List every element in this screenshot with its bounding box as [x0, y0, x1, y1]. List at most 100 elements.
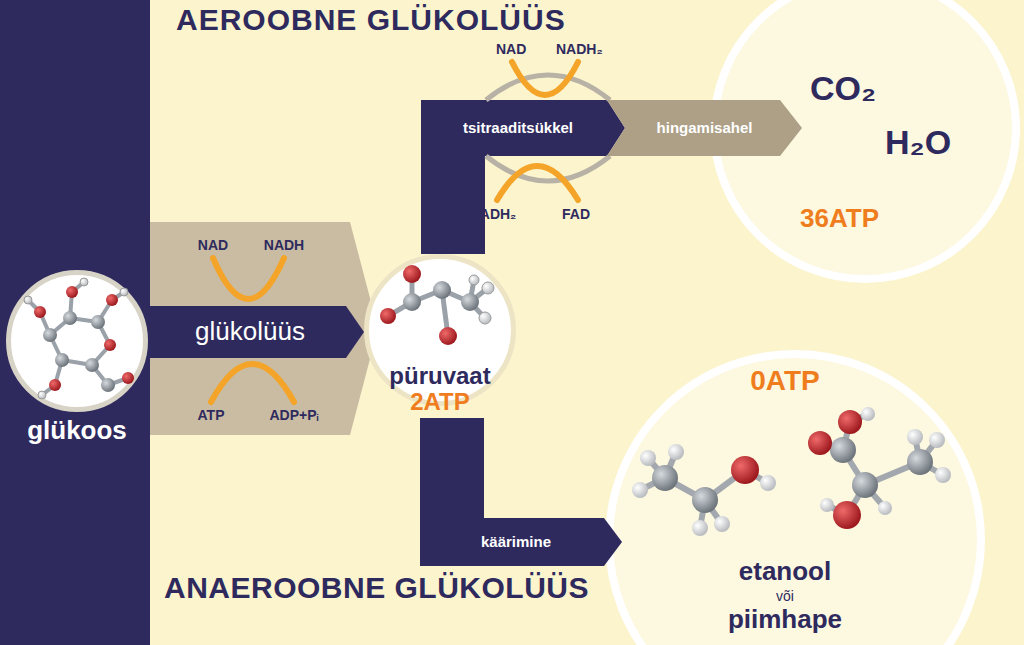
- node-text: glükoos: [27, 415, 127, 446]
- oxygen-atom: [403, 265, 421, 283]
- carbon-atom: [403, 293, 421, 311]
- bond: [705, 470, 745, 500]
- hydrogen-atom: [469, 275, 479, 285]
- hydrogen-atom: [632, 482, 648, 498]
- oxygen-atom: [808, 431, 832, 455]
- bond: [72, 282, 84, 292]
- cofactor-label: NADH₂: [556, 41, 603, 58]
- bond: [70, 292, 72, 318]
- circle-outline: [9, 273, 146, 410]
- hydrogen-atom: [482, 282, 494, 294]
- glycolysis-band: NADNADHATPADP+Pᵢglükolüüs: [150, 222, 378, 435]
- bond: [865, 485, 885, 508]
- cofactor-label: FADH₂: [472, 206, 516, 223]
- oxygen-atom: [380, 308, 396, 324]
- left-band: [0, 0, 150, 645]
- bond: [50, 335, 62, 360]
- hydrogen-atom: [929, 432, 945, 448]
- pathway-band: [420, 418, 484, 518]
- bond: [843, 422, 850, 450]
- bond: [92, 365, 108, 385]
- carbon-atom: [85, 358, 99, 372]
- carbon-atom: [652, 465, 678, 491]
- cofactor-label: NAD: [496, 41, 526, 58]
- bond: [745, 470, 768, 483]
- bond: [827, 505, 847, 515]
- bond: [442, 290, 470, 302]
- bond: [915, 437, 920, 462]
- carbon-atom: [63, 311, 77, 325]
- bond: [700, 500, 705, 528]
- oxygen-atom: [34, 306, 46, 318]
- arrow-outline: [150, 222, 378, 435]
- oxygen-atom: [833, 501, 861, 529]
- node-text: ATP: [198, 407, 225, 424]
- bond: [665, 478, 705, 500]
- cofactor-arc: [497, 166, 578, 200]
- section-heading: ANAEROOBNE GLÜKOLÜÜS: [164, 570, 589, 606]
- hydrogen-atom: [80, 278, 88, 286]
- node-text: või: [776, 588, 794, 605]
- hydrogen-atom: [760, 475, 776, 491]
- hydrogen-atom: [668, 444, 684, 460]
- carbon-atom: [91, 315, 105, 329]
- bond: [920, 440, 937, 462]
- node-text: tsitraaditsükkel: [463, 119, 573, 137]
- oxygen-atom: [104, 339, 116, 351]
- node-text: NADH: [264, 237, 304, 254]
- glucose-molecule-bonds: [28, 282, 128, 395]
- bond: [98, 300, 112, 322]
- oxygen-atom: [838, 410, 862, 434]
- arrow-outline: [150, 306, 364, 358]
- bond: [470, 280, 474, 302]
- arrow-outline: [607, 100, 802, 156]
- node-text: etanool: [739, 556, 831, 587]
- hydrogen-atom: [878, 501, 892, 515]
- hydrogen-atom: [692, 520, 708, 536]
- bond: [388, 302, 412, 316]
- bond: [70, 318, 98, 322]
- node-text: 0ATP: [750, 364, 820, 398]
- citric-cycle-arrow: tsitraaditsükkel: [421, 100, 625, 156]
- ethanol-molecule-atoms: [632, 444, 776, 536]
- circle-outline: [714, 0, 1016, 279]
- bond: [40, 312, 50, 335]
- bond: [640, 478, 665, 490]
- bond: [470, 288, 488, 302]
- hydrogen-atom: [24, 296, 32, 304]
- hydrogen-atom: [479, 312, 491, 324]
- bond: [28, 300, 40, 312]
- node-text: glükolüüs: [195, 316, 305, 347]
- carbon-atom: [461, 293, 479, 311]
- section-heading: AEROOBNE GLÜKOLÜÜS: [176, 2, 566, 38]
- anaerobic-products-circle: 0ATPetanoolvõipiimhape: [605, 350, 985, 645]
- cofactor-arc: [211, 364, 294, 402]
- carbon-atom: [907, 449, 933, 475]
- glucose-molecule-atoms: [24, 278, 134, 399]
- node-text: hingamisahel: [657, 119, 753, 137]
- hydrogen-atom: [861, 407, 875, 421]
- pyruvate-circle: püruvaat2ATP: [364, 254, 516, 418]
- oxygen-atom: [731, 456, 759, 484]
- oxygen-atom: [49, 379, 61, 391]
- bond: [50, 318, 70, 335]
- respiratory-chain-arrow: hingamisahel: [607, 100, 802, 156]
- oxygen-atom: [122, 372, 134, 384]
- node-text: püruvaat: [389, 362, 490, 391]
- hydrogen-atom: [640, 450, 656, 466]
- node-text: 36ATP: [800, 203, 879, 234]
- bond: [112, 292, 124, 300]
- bond: [470, 302, 485, 318]
- oxygen-atom: [66, 286, 78, 298]
- cycle-arc: [486, 156, 610, 181]
- node-text: CO₂: [810, 68, 876, 109]
- bond: [865, 462, 920, 485]
- bond: [98, 322, 110, 345]
- carbon-atom: [830, 437, 856, 463]
- bond: [843, 450, 865, 485]
- hydrogen-atom: [38, 391, 46, 399]
- node-text: H₂O: [885, 122, 951, 163]
- bond: [665, 452, 676, 478]
- glycolysis-arrow: glükolüüs: [150, 306, 364, 358]
